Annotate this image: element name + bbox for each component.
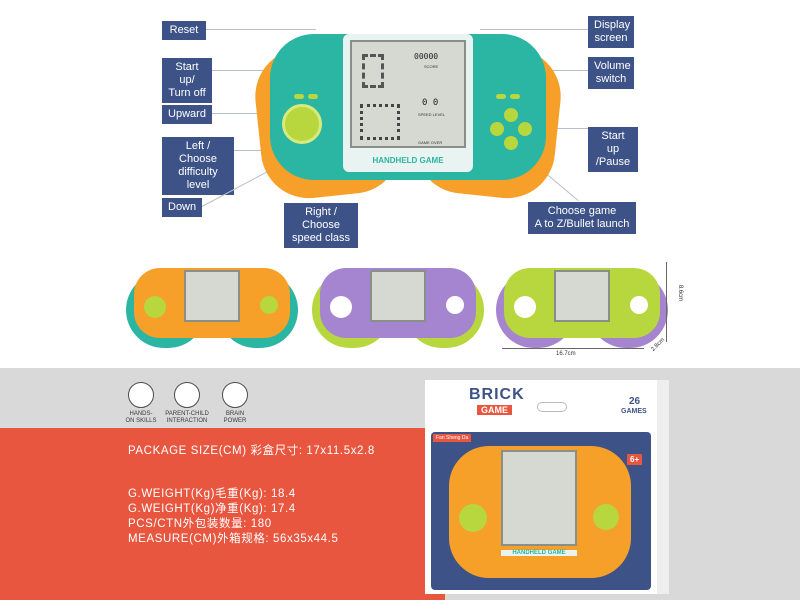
action-button-left[interactable] — [490, 122, 504, 136]
dpad[interactable] — [144, 296, 166, 318]
height-dimension-line — [666, 262, 667, 342]
dpad[interactable] — [330, 296, 352, 318]
feature-label: PARENT-CHILD INTERACTION — [165, 411, 209, 424]
variant-purple-lime — [312, 258, 484, 350]
boxed-device-label: HANDHELD GAME — [501, 550, 577, 556]
leader-line — [545, 128, 588, 129]
action-button-right[interactable] — [518, 122, 532, 136]
feature-label: HANDS- ON SKILLS — [125, 411, 157, 424]
action-buttons[interactable] — [630, 296, 648, 314]
game-status: GAME OVER — [418, 140, 443, 145]
lcd-screen — [554, 270, 610, 322]
feature-label: BRAIN POWER — [223, 411, 247, 424]
games-label: GAMES — [621, 408, 647, 415]
volume-button[interactable] — [496, 94, 506, 99]
brand-badge: Fan Sheng Da — [433, 434, 472, 442]
width-dimension: 16.7cm — [556, 351, 576, 357]
box-side-panel — [657, 380, 669, 594]
box-window: Fan Sheng Da 6+ HANDHELD GAME — [431, 432, 651, 590]
callout-upward: Upward — [162, 105, 212, 124]
boxed-buttons — [593, 504, 619, 530]
gross-weight: G.WEIGHT(Kg)毛重(Kg): 18.4 — [128, 488, 296, 500]
variant-lime-purple — [496, 258, 668, 350]
leader-line — [480, 29, 588, 30]
pcs-per-carton: PCS/CTN外包装数量: 180 — [128, 518, 272, 530]
games-count: 26 — [629, 396, 641, 407]
lcd-screen — [370, 270, 426, 322]
action-button-top[interactable] — [504, 108, 518, 122]
level-digits: 0 0 — [422, 98, 439, 108]
callout-down: Down — [162, 198, 202, 217]
box-title-brick: BRICK — [469, 386, 525, 403]
main-handheld-device: 00000 SCORE 0 0 SPEED LEVEL GAME OVER HA… — [250, 12, 566, 203]
callout-reset: Reset — [162, 21, 206, 40]
action-buttons[interactable] — [260, 296, 278, 314]
callout-volume: Volume switch — [588, 57, 634, 89]
age-badge: 6+ — [627, 454, 643, 465]
variant-teal-orange — [126, 258, 298, 350]
leader-line — [212, 113, 292, 114]
parent-child-icon — [174, 382, 200, 408]
lcd-screen: 00000 SCORE 0 0 SPEED LEVEL GAME OVER — [350, 40, 466, 148]
brain-icon — [222, 382, 248, 408]
tetris-piece — [362, 54, 384, 88]
pause-button[interactable] — [510, 94, 520, 99]
dpad[interactable] — [514, 296, 536, 318]
leader-line — [212, 70, 290, 71]
score-label: SCORE — [424, 64, 439, 69]
net-weight: G.WEIGHT(Kg)净重(Kg): 17.4 — [128, 503, 296, 515]
score-digits: 00000 — [414, 52, 439, 61]
hand-icon — [128, 382, 154, 408]
lcd-screen — [184, 270, 240, 322]
width-dimension-line — [502, 348, 644, 349]
callout-display: Display screen — [588, 16, 634, 48]
device-label: HANDHELD GAME — [353, 156, 463, 165]
callout-left-choose: Left / Choose difficulty level — [162, 137, 234, 195]
leader-line — [206, 29, 316, 30]
callout-right-choose: Right / Choose speed class — [284, 203, 358, 248]
level-label: SPEED LEVEL — [418, 112, 446, 117]
package-size: PACKAGE SIZE(CM) 彩盒尺寸: 17x11.5x2.8 — [128, 445, 375, 457]
callout-choose-game: Choose game A to Z/Bullet launch — [528, 202, 636, 234]
hang-tab — [537, 402, 567, 412]
callout-startup: Start up/ Turn off — [162, 58, 212, 103]
tetris-stack — [360, 104, 400, 140]
boxed-device-screen — [501, 450, 577, 546]
callout-startup-pause: Start up /Pause — [588, 127, 638, 172]
spec-panel — [0, 428, 445, 600]
power-button[interactable] — [308, 94, 318, 99]
boxed-dpad — [459, 504, 487, 532]
carton-measure: MEASURE(CM)外箱规格: 56x35x44.5 — [128, 533, 339, 545]
box-title-game: GAME — [477, 405, 512, 415]
product-box: BRICK GAME 26 GAMES Fan Sheng Da 6+ HAND… — [425, 380, 657, 594]
leader-line — [234, 150, 284, 151]
reset-button[interactable] — [294, 94, 304, 99]
action-button-bottom[interactable] — [504, 136, 518, 150]
dpad[interactable] — [282, 104, 322, 144]
action-buttons[interactable] — [446, 296, 464, 314]
height-dimension: 8.6cm — [677, 284, 684, 302]
